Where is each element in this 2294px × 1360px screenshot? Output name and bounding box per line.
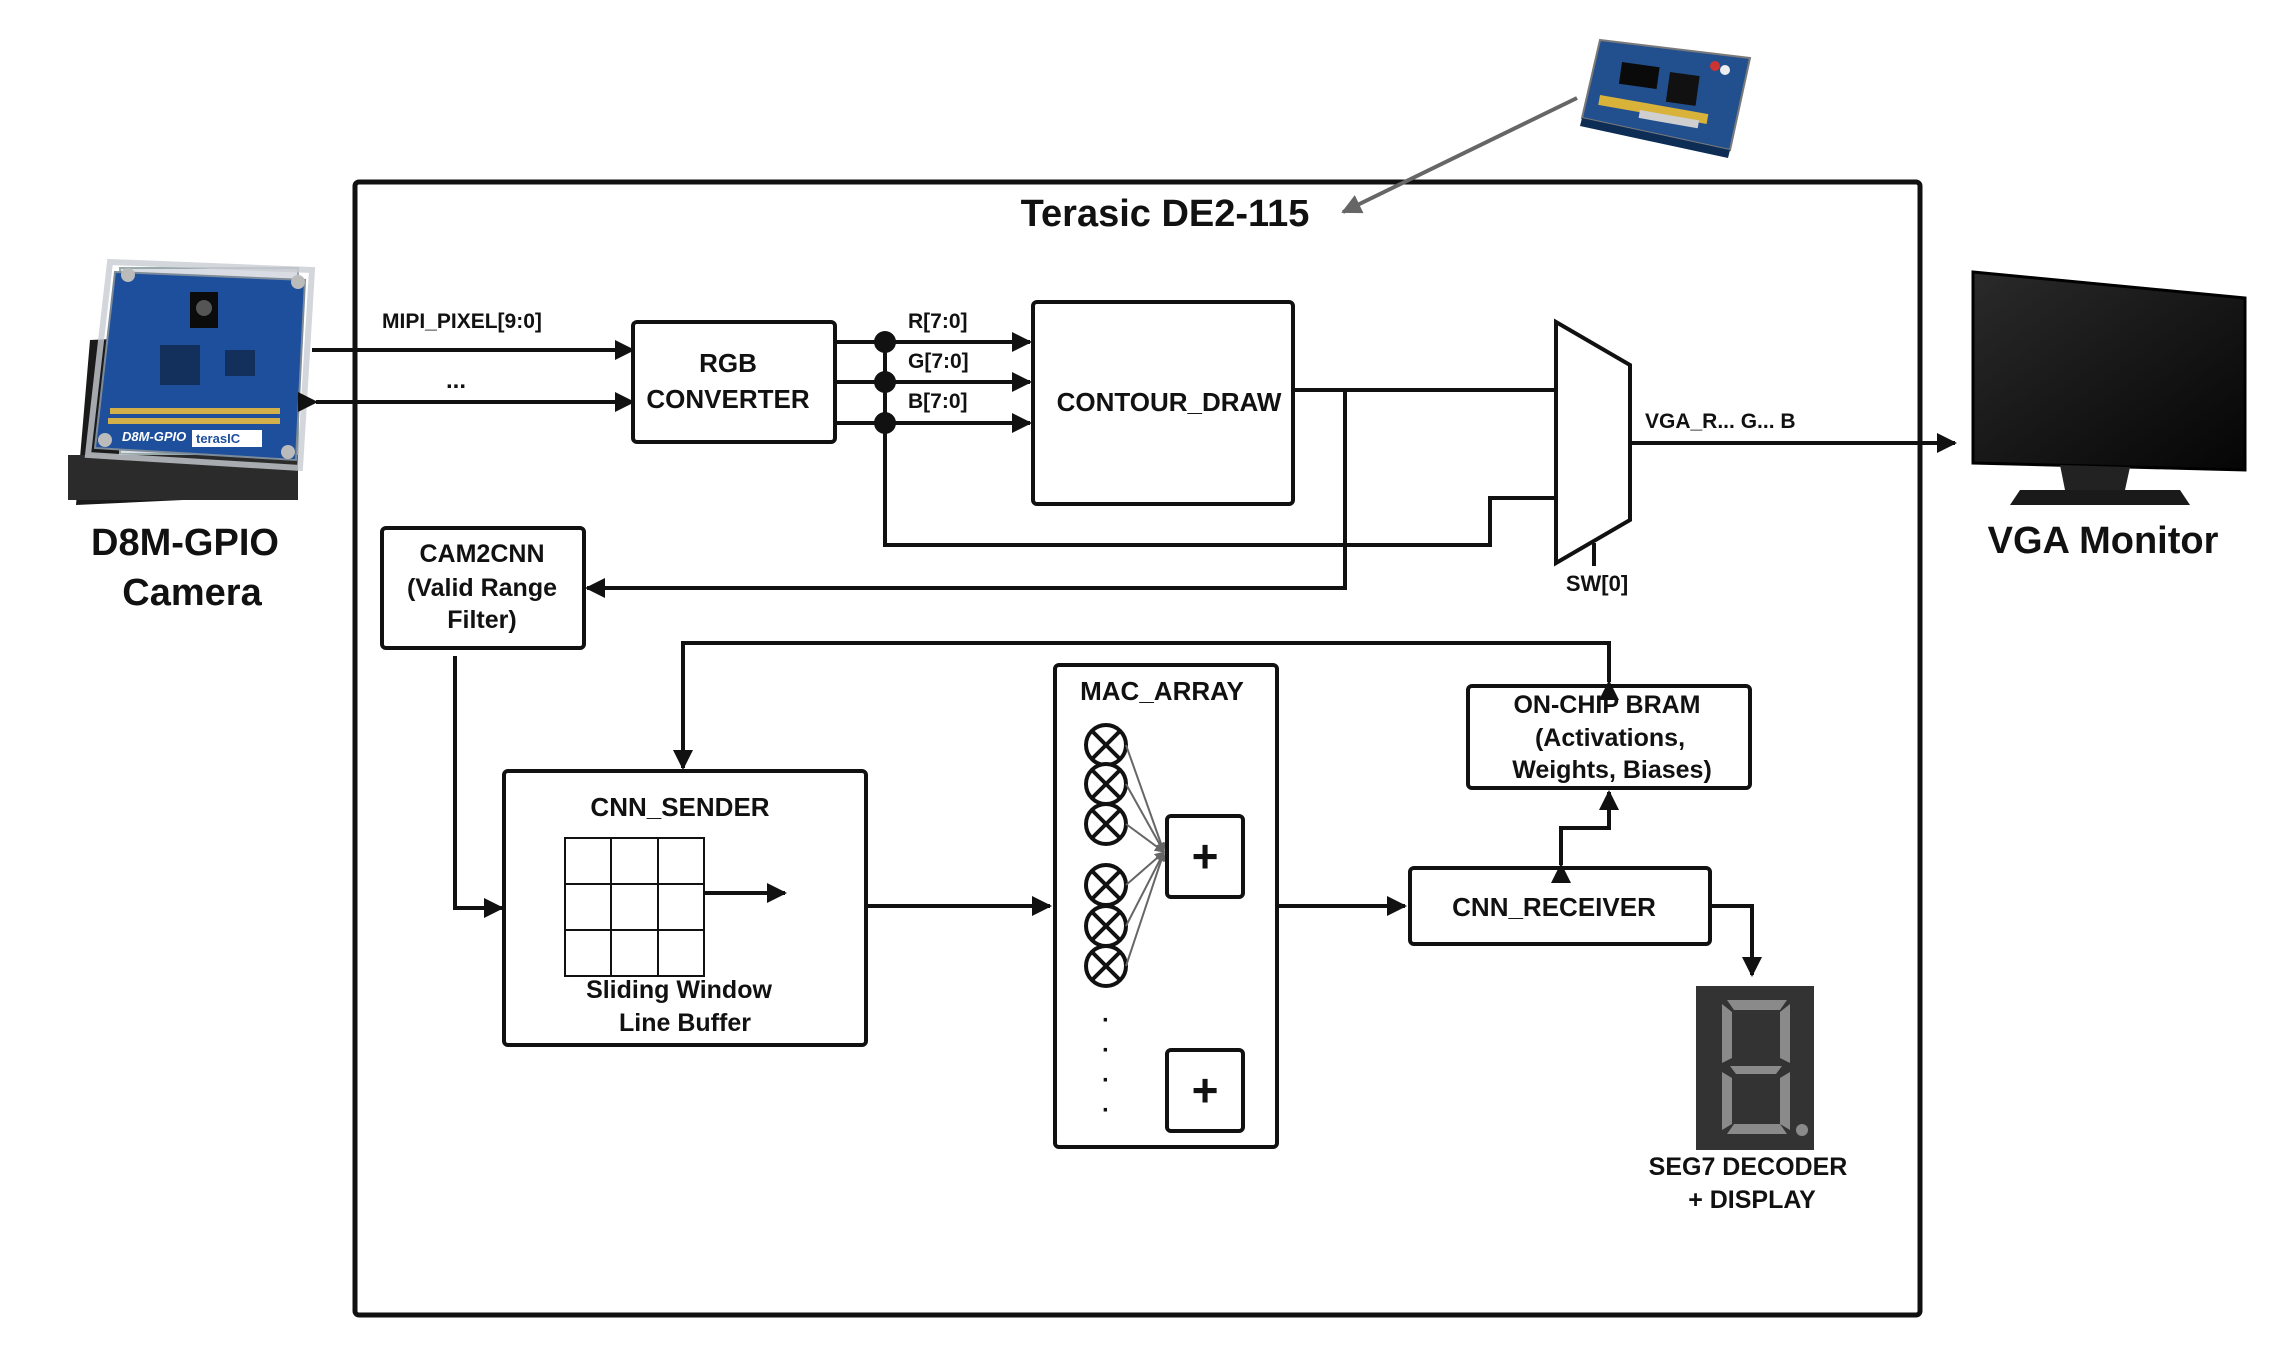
control-dots-label: ... — [446, 367, 466, 394]
mac-ellipsis-dot: · — [1102, 1097, 1110, 1124]
multiplier-to-adder-links — [1125, 744, 1166, 967]
multiplier-icon — [1084, 944, 1128, 988]
bram-line2: (Activations, — [1535, 724, 1685, 752]
bram-line1: ON-CHIP BRAM — [1513, 691, 1700, 719]
multiplier-icon — [1084, 802, 1128, 846]
camera-label-line2: Camera — [122, 572, 262, 614]
board-frame — [352, 179, 1923, 1318]
r-channel-label: R[7:0] — [908, 310, 968, 333]
board-pointer-arrow — [1341, 96, 1578, 214]
rgb-converter-line2: CONVERTER — [646, 384, 809, 414]
seven-segment-display-icon — [1696, 986, 1814, 1150]
cnn-sender-caption2: Line Buffer — [619, 1009, 751, 1037]
contour-draw-block — [1031, 300, 1295, 506]
mac-ellipsis-dot: · — [1102, 1037, 1110, 1064]
switch-select-label: SW[0] — [1566, 571, 1628, 596]
adder-plus-lower: + — [1192, 1064, 1219, 1116]
multiplier-column-lower — [1084, 863, 1128, 988]
camera-pcb-text: D8M-GPIO — [122, 429, 186, 444]
contour-to-cam2cnn-wire — [585, 390, 1347, 598]
contour-draw-label: CONTOUR_DRAW — [1057, 387, 1282, 417]
mac-array-title: MAC_ARRAY — [1080, 676, 1244, 706]
sliding-window-grid — [564, 837, 705, 977]
receiver-bram-wire — [1551, 790, 1619, 883]
cam2cnn-line3: Filter) — [447, 606, 516, 634]
multiplier-icon — [1084, 904, 1128, 948]
rgb-converter-block — [631, 320, 837, 444]
board-title: Terasic DE2-115 — [1021, 193, 1310, 235]
vga-monitor-image — [1971, 270, 2247, 505]
cam2cnn-block — [380, 526, 586, 650]
camera-image: D8M-GPIO terasIC — [68, 258, 316, 505]
seg7-label-line2: + DISPLAY — [1688, 1186, 1816, 1214]
cnn-sender-title: CNN_SENDER — [590, 792, 769, 822]
cnn-receiver-label: CNN_RECEIVER — [1452, 892, 1656, 922]
adder-icon-lower — [1165, 1048, 1245, 1133]
seg7-label-line1: SEG7 DECODER — [1649, 1153, 1848, 1181]
multiplier-icon — [1084, 762, 1128, 806]
mac-ellipsis-dot: · — [1102, 1007, 1110, 1034]
adder-icon-upper — [1165, 814, 1245, 899]
camera-pcb-text-bg — [120, 428, 180, 444]
multiplier-icon — [1084, 723, 1128, 767]
mipi-pixel-label: MIPI_PIXEL[9:0] — [382, 310, 542, 333]
cam2cnn-to-sender-wire — [453, 656, 504, 918]
bram-line3: Weights, Biases) — [1512, 756, 1712, 784]
cam2cnn-line1: CAM2CNN — [420, 540, 545, 568]
adder-plus-upper: + — [1192, 830, 1219, 882]
bypass-to-mux-wire — [883, 342, 1556, 547]
vga-output-label: VGA_R... G... B — [1645, 410, 1796, 433]
camera-brand-text: terasIC — [196, 431, 241, 446]
b-channel-label: B[7:0] — [908, 390, 968, 413]
receiver-to-seg7-arrow — [1710, 904, 1762, 977]
camera-label-line1: D8M-GPIO — [91, 522, 279, 564]
g-channel-label: G[7:0] — [908, 350, 969, 373]
bram-sender-feedback-wire — [673, 641, 1619, 770]
multiplier-column-upper — [1084, 723, 1128, 846]
cam2cnn-line2: (Valid Range — [407, 574, 557, 602]
cnn-sender-caption1: Sliding Window — [586, 976, 772, 1004]
de2-115-board-image — [1580, 38, 1752, 158]
rgb-converter-line1: RGB — [699, 348, 757, 378]
output-mux — [1554, 318, 1632, 567]
mac-ellipsis-dot: · — [1102, 1067, 1110, 1094]
multiplier-icon — [1084, 863, 1128, 907]
monitor-label: VGA Monitor — [1988, 520, 2219, 562]
